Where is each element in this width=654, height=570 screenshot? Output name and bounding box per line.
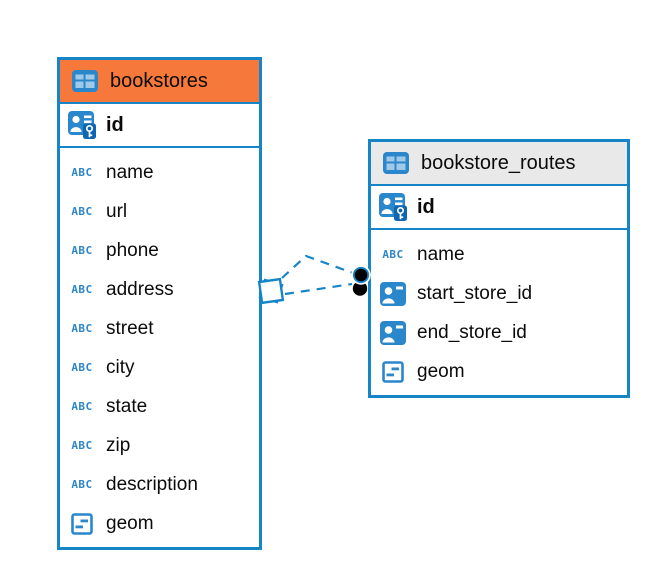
- table-name: bookstore_routes: [421, 151, 576, 174]
- column-name: end_store_id: [417, 321, 527, 343]
- text-type-icon: ABC: [71, 166, 93, 179]
- column-name: street: [106, 317, 154, 339]
- column-name: start_store_id: [417, 282, 533, 304]
- column-name: zip: [106, 434, 131, 456]
- text-type-icon: ABC: [71, 400, 93, 413]
- table-bookstore-routes[interactable]: bookstore_routes id ABC name start_store…: [368, 139, 630, 398]
- column-name: name: [417, 243, 465, 265]
- text-type-icon: ABC: [382, 248, 404, 261]
- column-row-zip[interactable]: ABC zip: [60, 426, 259, 465]
- column-row-name[interactable]: ABC name: [60, 153, 259, 192]
- column-name: address: [106, 278, 174, 300]
- column-row-name[interactable]: ABC name: [371, 235, 627, 274]
- primary-key-icon: [66, 111, 98, 139]
- column-row-description[interactable]: ABC description: [60, 465, 259, 504]
- column-row-phone[interactable]: ABC phone: [60, 231, 259, 270]
- table-name: bookstores: [110, 69, 208, 92]
- column-name: url: [106, 200, 128, 222]
- column-name: geom: [106, 512, 154, 534]
- table-bookstores[interactable]: bookstores id ABC name ABC url ABC phone…: [57, 57, 262, 550]
- column-row-start-store-id[interactable]: start_store_id: [371, 274, 627, 313]
- table-bookstore-routes-header[interactable]: bookstore_routes: [371, 142, 627, 186]
- column-row-url[interactable]: ABC url: [60, 192, 259, 231]
- table-icon: [383, 152, 409, 174]
- text-type-icon: ABC: [71, 205, 93, 218]
- column-name: id: [106, 113, 124, 136]
- column-row-id[interactable]: id: [60, 104, 259, 148]
- relationship-line-upper[interactable]: [281, 254, 354, 279]
- table-bookstores-header[interactable]: bookstores: [60, 60, 259, 104]
- column-row-end-store-id[interactable]: end_store_id: [371, 313, 627, 352]
- relationship-endpoint-squares[interactable]: [257, 277, 285, 305]
- text-type-icon: ABC: [71, 478, 93, 491]
- column-row-geom[interactable]: geom: [371, 352, 627, 391]
- relationship-endpoint-dots[interactable]: [351, 265, 371, 296]
- column-name: state: [106, 395, 148, 417]
- text-type-icon: ABC: [71, 322, 93, 335]
- column-row-id[interactable]: id: [371, 186, 627, 230]
- relationship-line-lower[interactable]: [284, 282, 353, 296]
- text-type-icon: ABC: [71, 361, 93, 374]
- foreign-key-icon: [377, 282, 409, 306]
- geometry-type-icon: [377, 361, 409, 383]
- column-name: name: [106, 161, 154, 183]
- primary-key-icon: [377, 193, 409, 221]
- column-row-geom[interactable]: geom: [60, 504, 259, 543]
- column-name: description: [106, 473, 198, 495]
- column-name: geom: [417, 360, 465, 382]
- geometry-type-icon: [66, 513, 98, 535]
- text-type-icon: ABC: [71, 283, 93, 296]
- text-type-icon: ABC: [71, 244, 93, 257]
- column-row-state[interactable]: ABC state: [60, 387, 259, 426]
- column-name: id: [417, 195, 435, 218]
- table-icon: [72, 70, 98, 92]
- column-name: city: [106, 356, 135, 378]
- foreign-key-icon: [377, 321, 409, 345]
- column-name: phone: [106, 239, 159, 261]
- column-row-street[interactable]: ABC street: [60, 309, 259, 348]
- text-type-icon: ABC: [71, 439, 93, 452]
- column-row-city[interactable]: ABC city: [60, 348, 259, 387]
- column-row-address[interactable]: ABC address: [60, 270, 259, 309]
